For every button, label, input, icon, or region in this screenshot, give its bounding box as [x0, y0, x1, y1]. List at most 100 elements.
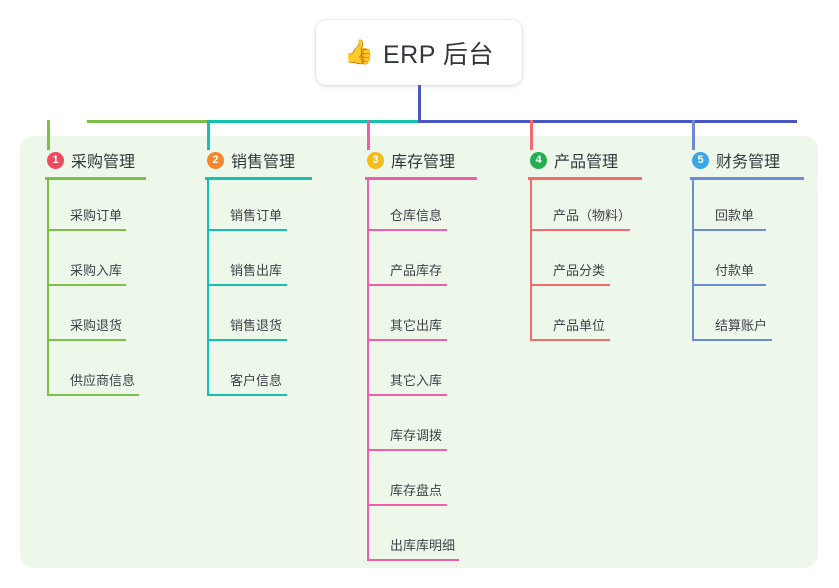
- column-rule-4: [528, 177, 642, 180]
- leaf-item-rule: [692, 284, 766, 286]
- leaf-item[interactable]: 产品分类: [528, 235, 642, 290]
- column-badge-4: 4: [530, 151, 547, 169]
- leaf-item-rule: [367, 504, 447, 506]
- leaf-item-rule: [367, 559, 459, 561]
- column-body-1: 采购订单采购入库采购退货供应商信息: [45, 180, 146, 400]
- column-body-2: 销售订单销售出库销售退货客户信息: [205, 180, 312, 400]
- leaf-item[interactable]: 销售退货: [205, 290, 312, 345]
- column-title-1: 采购管理: [71, 154, 136, 171]
- leaf-item-rule: [367, 449, 447, 451]
- leaf-item-rule: [530, 339, 610, 341]
- leaf-item[interactable]: 采购入库: [45, 235, 146, 290]
- column-drop-3: [367, 120, 370, 150]
- leaf-item-rule: [530, 284, 610, 286]
- leaf-item[interactable]: 仓库信息: [365, 180, 477, 235]
- leaf-item-label: 采购入库: [70, 263, 123, 278]
- leaf-item-label: 供应商信息: [70, 373, 136, 388]
- leaf-item-label: 产品（物料）: [553, 208, 632, 223]
- leaf-item-label: 产品单位: [553, 318, 606, 333]
- leaf-item-label: 产品库存: [390, 263, 443, 278]
- leaf-item[interactable]: 客户信息: [205, 345, 312, 400]
- leaf-item-label: 产品分类: [553, 263, 606, 278]
- leaf-item-label: 采购退货: [70, 318, 123, 333]
- trunk-segment-3: [418, 120, 797, 123]
- thumbs-up-icon: 👍: [344, 38, 374, 66]
- column-body-3: 仓库信息产品库存其它出库其它入库库存调拨库存盘点出库库明细: [365, 180, 477, 565]
- leaf-item[interactable]: 采购订单: [45, 180, 146, 235]
- leaf-item-rule: [692, 229, 766, 231]
- column-header-4[interactable]: 4 产品管理: [528, 148, 642, 172]
- leaf-item[interactable]: 结算账户: [690, 290, 804, 345]
- leaf-item-label: 销售出库: [230, 263, 283, 278]
- diagram-background-panel: [20, 136, 818, 568]
- column-spine-2: [207, 180, 209, 396]
- leaf-item-label: 采购订单: [70, 208, 123, 223]
- column-drop-4: [530, 120, 533, 150]
- trunk-segment-2: [207, 120, 421, 123]
- column-spine-3: [367, 180, 369, 561]
- leaf-item-rule: [47, 394, 139, 396]
- leaf-item-rule: [47, 339, 126, 341]
- column-header-1[interactable]: 1 采购管理: [45, 148, 146, 172]
- leaf-item-rule: [367, 339, 447, 341]
- leaf-item-label: 库存盘点: [390, 483, 443, 498]
- column-title-4: 产品管理: [554, 154, 619, 171]
- column-spine-1: [47, 180, 49, 396]
- column-badge-5: 5: [692, 151, 709, 169]
- leaf-item-label: 客户信息: [230, 373, 283, 388]
- column-drop-5: [692, 120, 695, 150]
- column-spine-5: [692, 180, 694, 341]
- leaf-item-rule: [207, 284, 287, 286]
- column-drop-1: [47, 120, 50, 150]
- column-badge-3: 3: [367, 151, 384, 169]
- column-title-2: 销售管理: [231, 154, 296, 171]
- column-body-4: 产品（物料） 产品分类产品单位: [528, 180, 642, 345]
- leaf-item[interactable]: 付款单: [690, 235, 804, 290]
- column-3: 3 库存管理仓库信息产品库存其它出库其它入库库存调拨库存盘点出库库明细: [365, 148, 477, 565]
- column-spine-4: [530, 180, 532, 341]
- leaf-item[interactable]: 库存盘点: [365, 455, 477, 510]
- leaf-item-label: 销售订单: [230, 208, 283, 223]
- leaf-item[interactable]: 产品库存: [365, 235, 477, 290]
- leaf-item[interactable]: 库存调拨: [365, 400, 477, 455]
- leaf-item-rule: [530, 229, 630, 231]
- leaf-item[interactable]: 其它出库: [365, 290, 477, 345]
- root-stem: [418, 85, 421, 123]
- leaf-item-label: 结算账户: [715, 318, 768, 333]
- leaf-item[interactable]: 采购退货: [45, 290, 146, 345]
- leaf-item-label: 其它出库: [390, 318, 443, 333]
- leaf-item-label: 库存调拨: [390, 428, 443, 443]
- root-node-label: ERP 后台: [382, 40, 494, 69]
- leaf-item[interactable]: 出库库明细: [365, 510, 477, 565]
- column-title-3: 库存管理: [391, 154, 456, 171]
- column-rule-2: [205, 177, 312, 180]
- leaf-item[interactable]: 供应商信息: [45, 345, 146, 400]
- column-rule-5: [690, 177, 804, 180]
- leaf-item[interactable]: 销售订单: [205, 180, 312, 235]
- column-drop-2: [207, 120, 210, 150]
- root-node-content: 👍 ERP 后台: [344, 35, 494, 71]
- column-header-3[interactable]: 3 库存管理: [365, 148, 477, 172]
- column-badge-1: 1: [47, 151, 64, 169]
- leaf-item[interactable]: 产品（物料）: [528, 180, 642, 235]
- leaf-item[interactable]: 其它入库: [365, 345, 477, 400]
- leaf-item-label: 出库库明细: [390, 538, 456, 553]
- trunk-segment-1: [87, 120, 210, 123]
- leaf-item[interactable]: 销售出库: [205, 235, 312, 290]
- column-body-5: 回款单付款单结算账户: [690, 180, 804, 345]
- leaf-item[interactable]: 回款单: [690, 180, 804, 235]
- leaf-item-label: 其它入库: [390, 373, 443, 388]
- leaf-item-label: 回款单: [715, 208, 755, 223]
- leaf-item-label: 销售退货: [230, 318, 283, 333]
- leaf-item-rule: [47, 229, 126, 231]
- leaf-item-rule: [207, 229, 287, 231]
- root-node[interactable]: 👍 ERP 后台: [316, 20, 522, 85]
- leaf-item[interactable]: 产品单位: [528, 290, 642, 345]
- leaf-item-rule: [47, 284, 126, 286]
- leaf-item-label: 付款单: [715, 263, 755, 278]
